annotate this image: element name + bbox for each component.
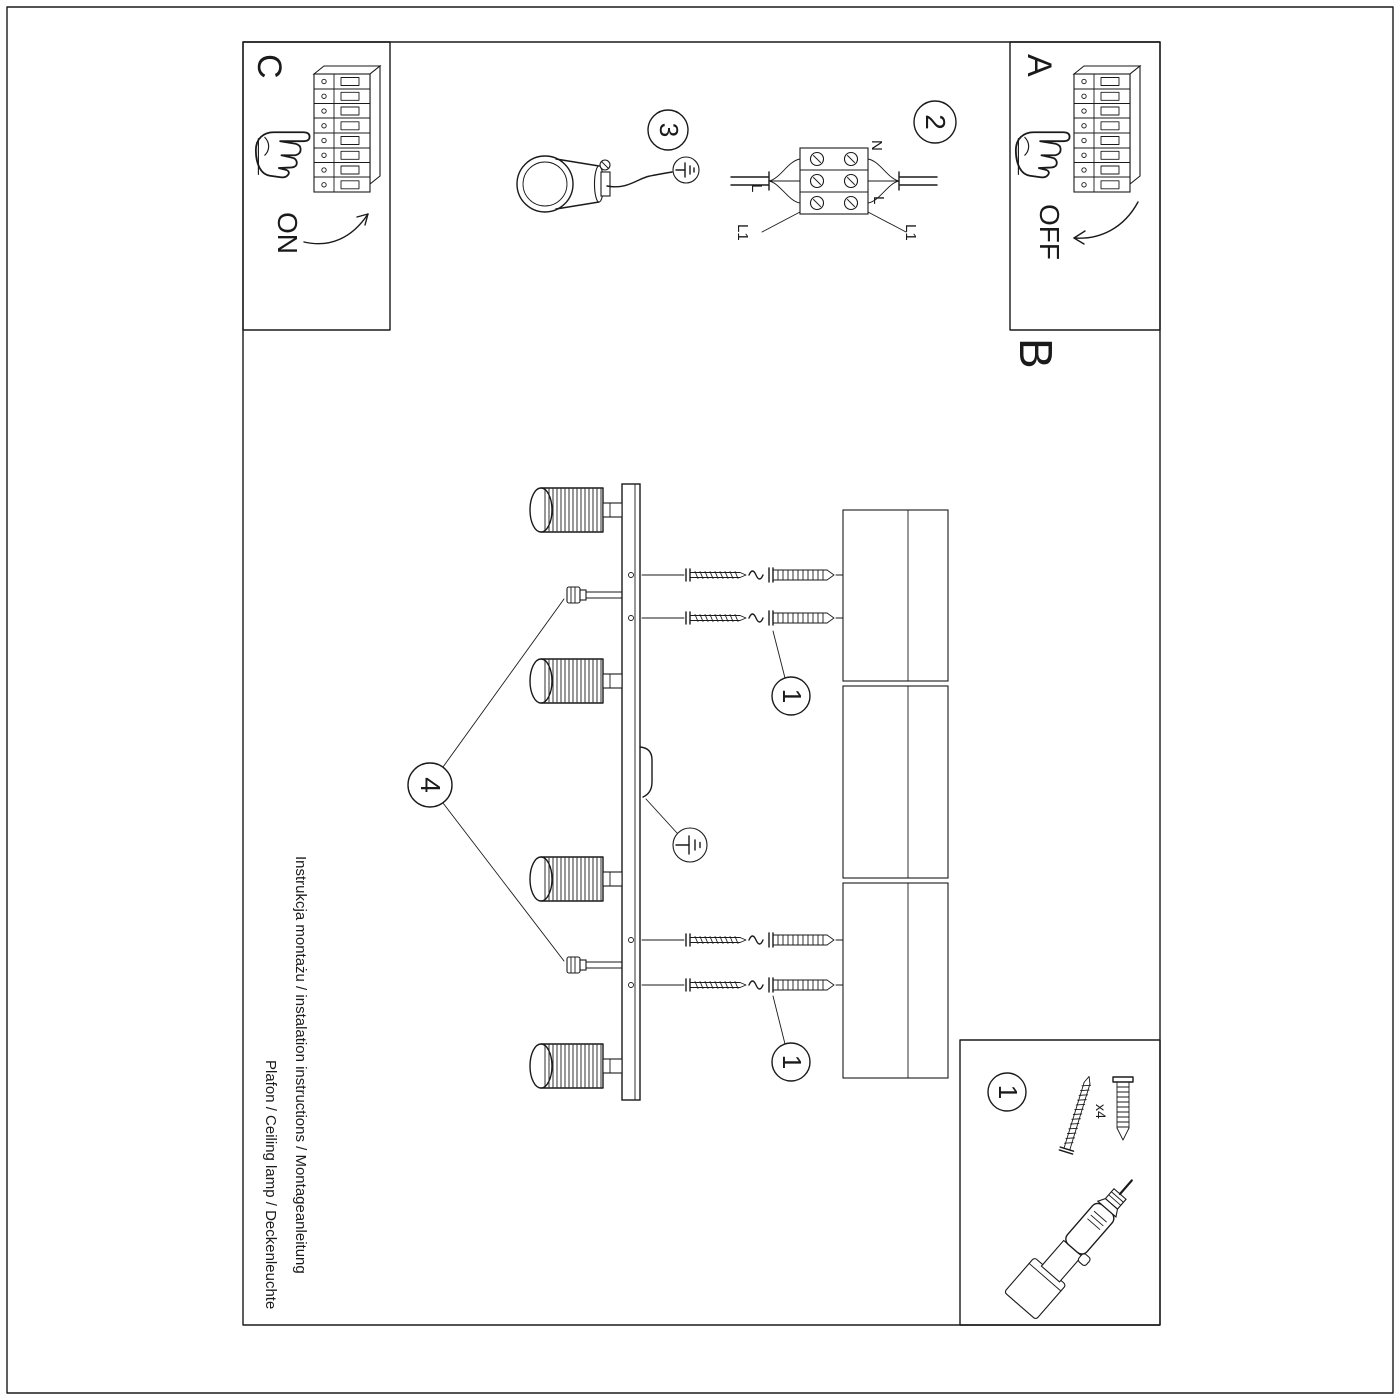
mounting-bar [621, 483, 641, 1101]
spotlight-head [529, 487, 623, 533]
section-a-label: A [1020, 54, 1058, 77]
section-b-label: B [1010, 338, 1062, 369]
switch-off-arrow-icon [1073, 201, 1139, 245]
power-off-label: OFF [1034, 204, 1065, 260]
lamp-holder-icon [516, 155, 673, 213]
section-a: A OFF [1014, 54, 1141, 260]
page-border [6, 6, 1394, 1394]
footer-product: Plafon / Ceiling lamp / Deckenleuchte [262, 1060, 279, 1309]
section-c-box [242, 41, 391, 331]
power-on-label: ON [272, 212, 303, 254]
section-c: C ON [250, 54, 381, 254]
parts-step-number: 1 [993, 1085, 1023, 1099]
mounting-diagram: 1 1 4 [407, 483, 949, 1101]
step-1-number: 1 [777, 1055, 807, 1069]
switch-on-arrow-icon [303, 213, 369, 245]
step-2-wiring: 2 N L L L1 L1 [730, 100, 957, 241]
step-4-callout: 4 [407, 598, 565, 962]
ceiling-panel [842, 685, 949, 879]
drill-icon [1004, 1179, 1133, 1319]
step-4-number: 4 [415, 777, 446, 793]
mains-cable-right-icon [867, 158, 938, 233]
parts-box [959, 1039, 1161, 1326]
wire-label-l-right: L [870, 196, 887, 204]
pointing-hand-icon [254, 131, 311, 179]
step-1-number: 1 [777, 689, 807, 703]
parts-step-badge [987, 1072, 1027, 1112]
footer-title: Instrukcja montażu / instalation instruc… [292, 856, 309, 1274]
breaker-panel-icon [1073, 65, 1141, 193]
section-a-box [1009, 41, 1161, 331]
step-1-callout: 1 [771, 995, 811, 1082]
step-1-callout: 1 [771, 630, 811, 716]
spotlight-head [529, 856, 623, 902]
ceiling-panel [842, 882, 949, 1079]
step-3-earthing: 3 [516, 109, 700, 213]
terminal-block-icon [799, 147, 869, 215]
parts-list: 1 x4 [987, 1072, 1134, 1319]
step-2-badge [913, 100, 957, 144]
earth-symbol-icon [672, 156, 700, 184]
breaker-panel-icon [313, 65, 381, 193]
spotlight-head [529, 658, 623, 704]
wire-label-l1-left: L1 [734, 224, 751, 241]
main-frame [242, 41, 1161, 1326]
section-c-label: C [250, 54, 288, 79]
mains-cable-left-icon [730, 158, 801, 233]
pointing-hand-icon [1014, 131, 1071, 179]
adjustment-knob [566, 956, 623, 974]
wire-label-n: N [868, 140, 885, 151]
ceiling-panel [842, 509, 949, 682]
step-1-badge [771, 676, 811, 716]
parts-qty-label: x4 [1093, 1104, 1109, 1119]
earth-symbol-icon [672, 827, 708, 863]
step-3-badge [647, 109, 689, 151]
adjustment-knob [566, 586, 623, 604]
wall-plug-icon [1112, 1076, 1134, 1141]
step-2-number: 2 [920, 114, 951, 130]
screw-icon [1058, 1076, 1092, 1155]
step-1-badge [771, 1042, 811, 1082]
wire-label-l1-right: L1 [902, 224, 919, 241]
step-4-badge [407, 762, 453, 808]
wire-label-l-left: L [748, 184, 765, 192]
step-3-number: 3 [654, 123, 684, 137]
supply-cable-icon [639, 746, 678, 834]
spotlight-head [529, 1043, 623, 1089]
